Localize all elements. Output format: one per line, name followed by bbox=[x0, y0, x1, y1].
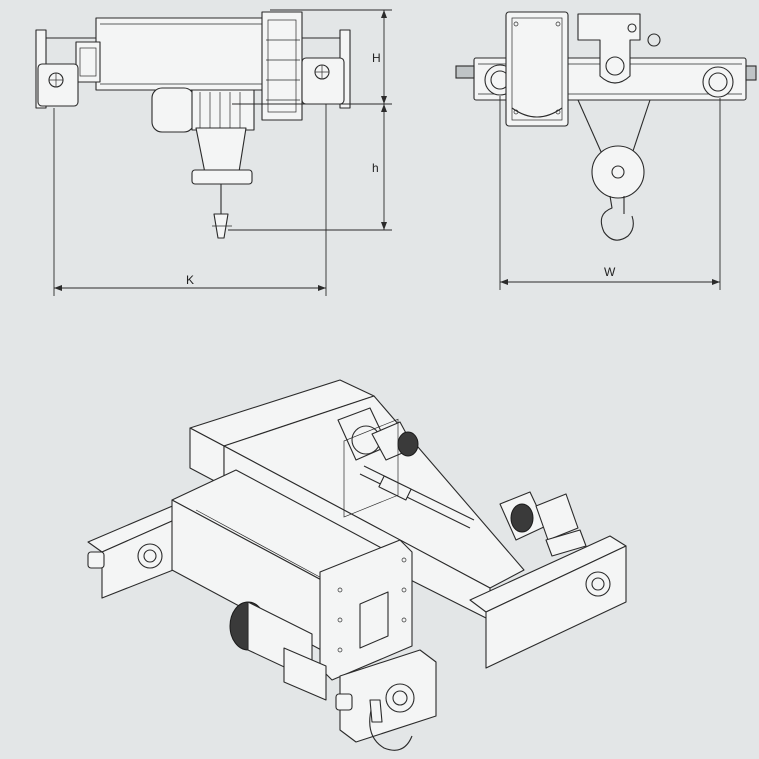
end-view-hook bbox=[600, 195, 634, 241]
side-view-motor bbox=[151, 87, 195, 133]
iso-hook bbox=[369, 705, 413, 751]
dimension-label-upper-h: H bbox=[372, 51, 381, 65]
end-view: W bbox=[455, 11, 757, 290]
end-view-right-wheel bbox=[702, 66, 734, 98]
iso-left-bumper bbox=[87, 551, 105, 569]
dimension-label-w: W bbox=[604, 265, 616, 279]
dimension-label-k: K bbox=[186, 273, 194, 287]
side-view-left-wheel bbox=[37, 63, 79, 107]
side-view: K H h bbox=[35, 9, 392, 296]
iso-corner-bumper bbox=[335, 693, 353, 711]
end-view-right-axle bbox=[745, 65, 757, 81]
end-view-sheave bbox=[591, 145, 645, 199]
isometric-view bbox=[87, 379, 627, 751]
dimension-label-lower-h: h bbox=[372, 161, 379, 175]
end-view-left-axle bbox=[455, 65, 475, 79]
side-view-drum bbox=[95, 17, 267, 91]
iso-front-gearbox bbox=[535, 493, 579, 541]
end-view-gearbox bbox=[505, 11, 569, 127]
side-view-gearbox bbox=[261, 11, 303, 121]
side-view-motor-body bbox=[191, 89, 255, 131]
